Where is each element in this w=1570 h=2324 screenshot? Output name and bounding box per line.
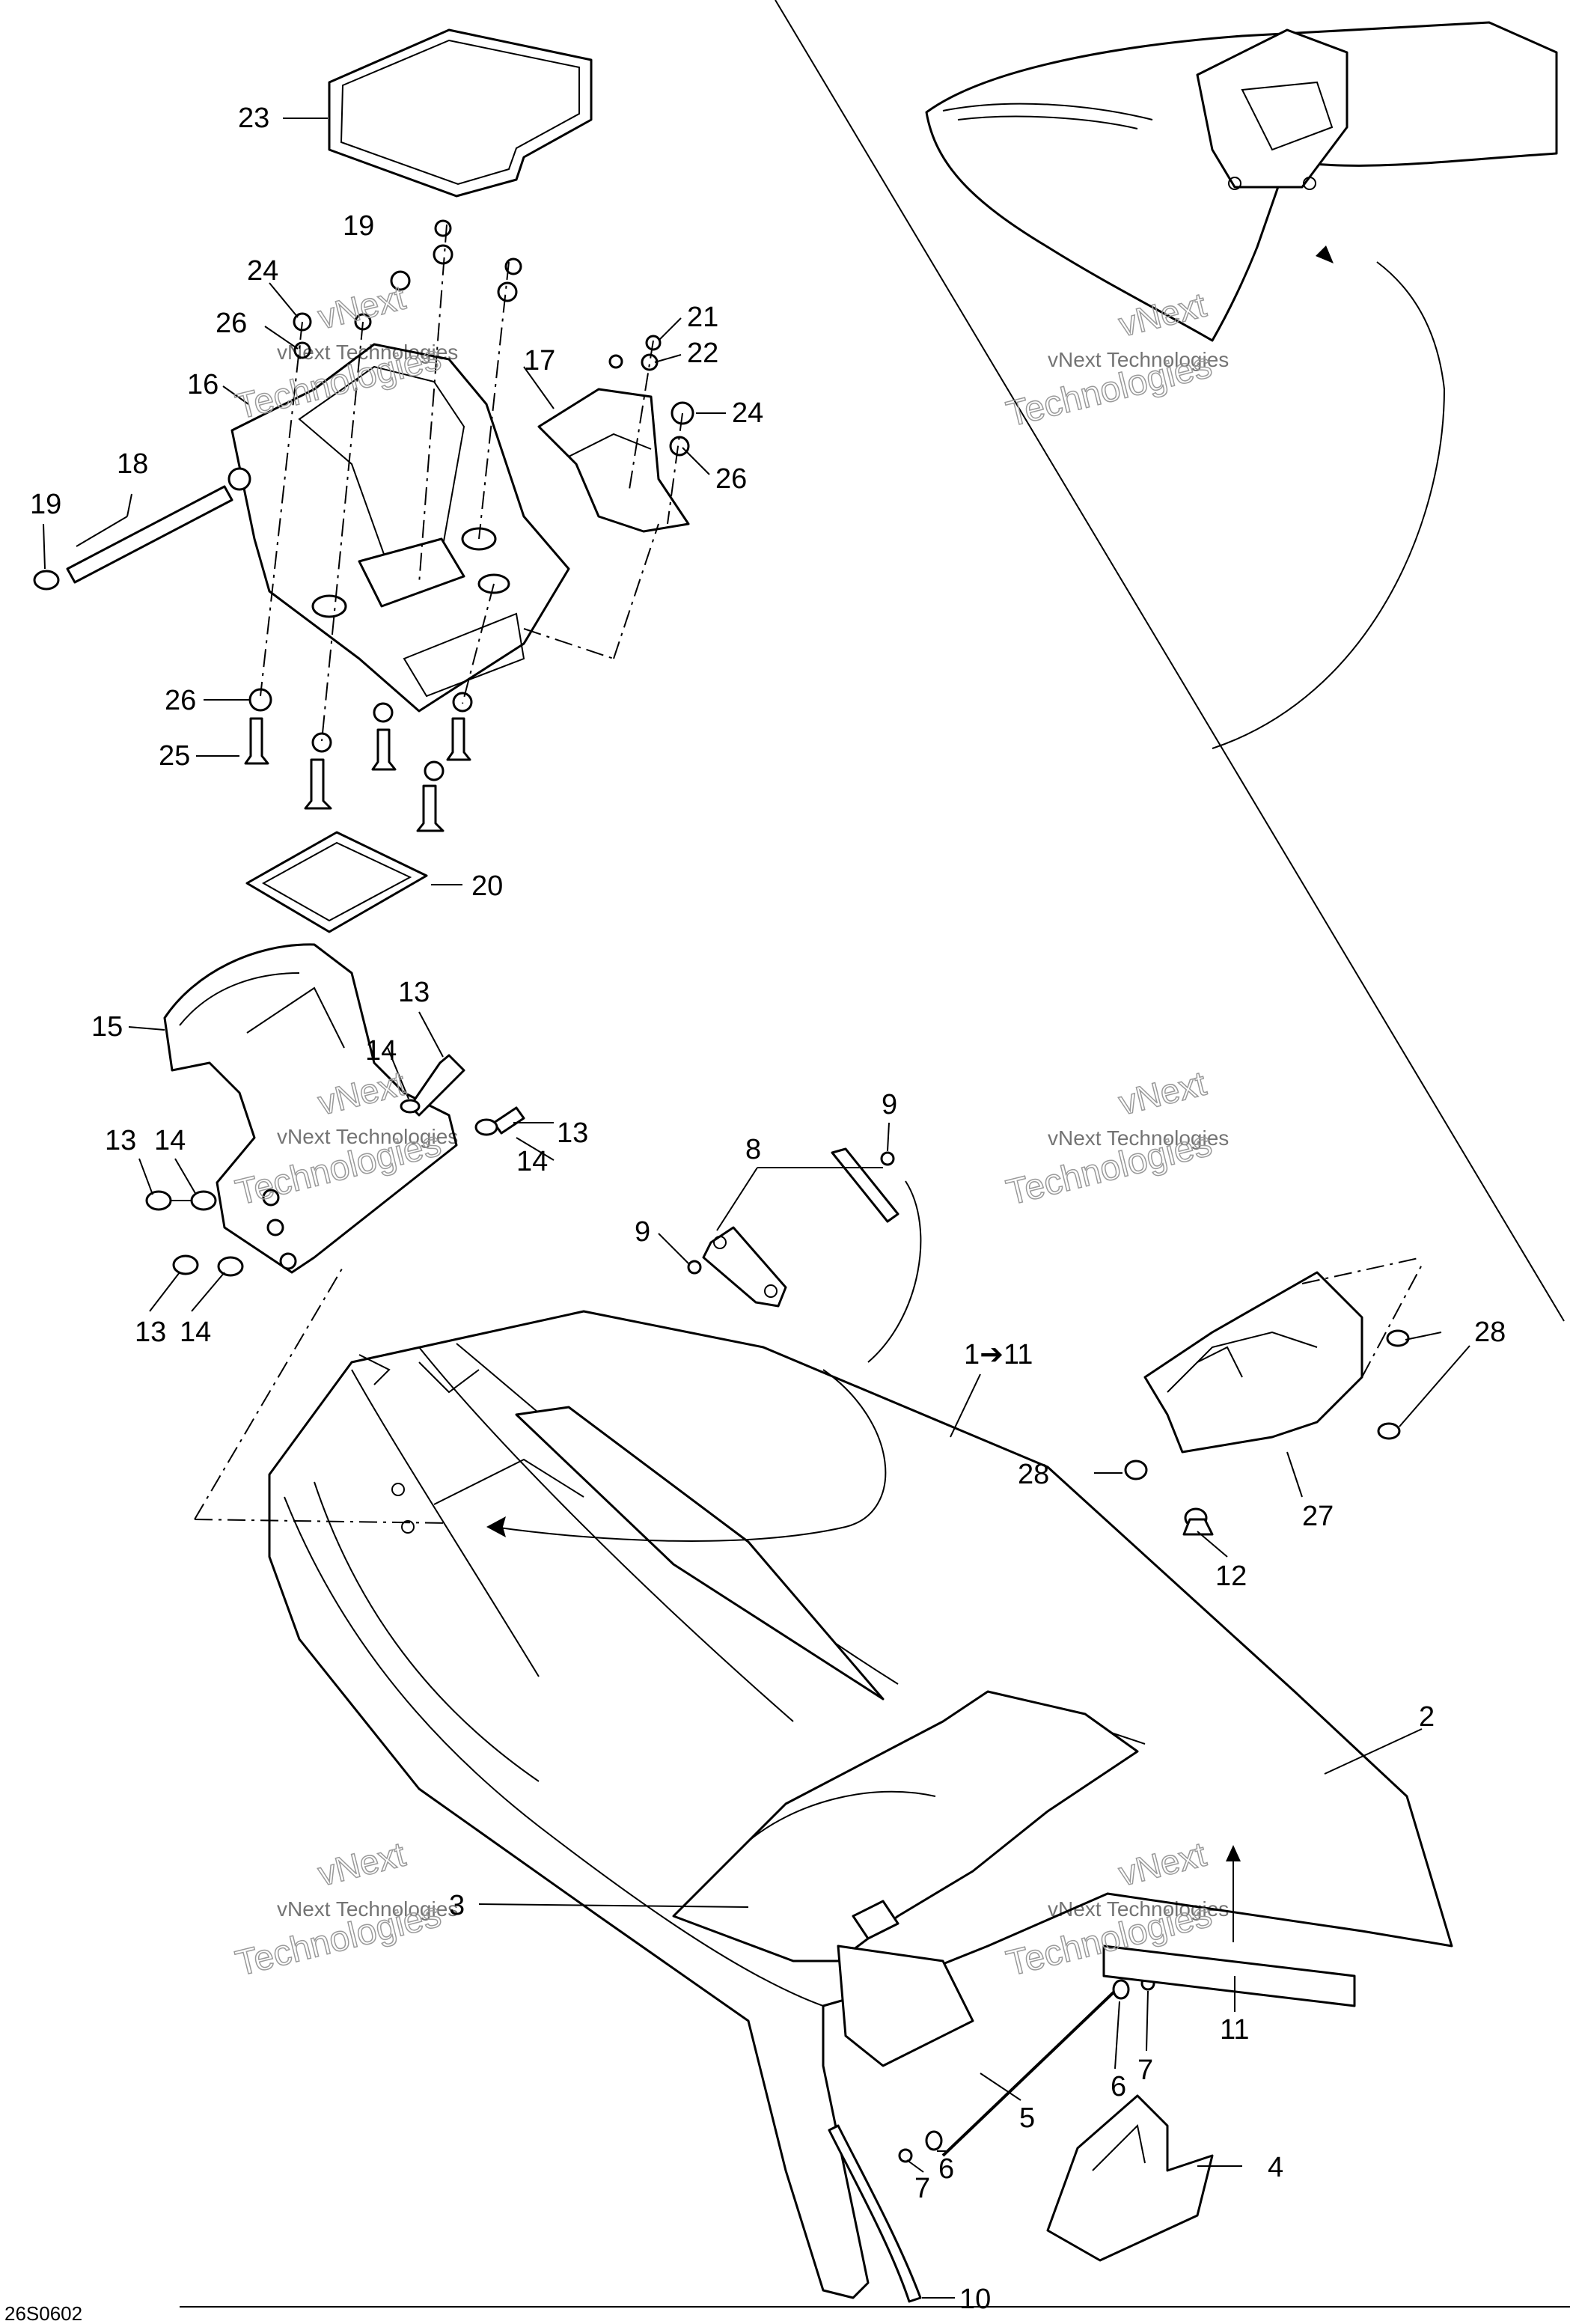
callout-27: 27 xyxy=(1302,1501,1334,1532)
callout-20: 20 xyxy=(471,870,503,902)
inset-arrow-head xyxy=(1316,245,1334,263)
part-12-bumper xyxy=(1182,1518,1214,1536)
callout-9-left: 9 xyxy=(635,1216,650,1248)
callout-8: 8 xyxy=(745,1134,761,1165)
callout-3: 3 xyxy=(449,1890,465,1921)
main-seat xyxy=(268,1310,1453,2299)
callout-14-bottom: 14 xyxy=(180,1317,211,1348)
watermark-line-3: vNext Technologies xyxy=(277,1125,458,1148)
inset-seat-view xyxy=(925,21,1558,342)
part-11-tube xyxy=(1102,1945,1356,2007)
callout-7-right: 7 xyxy=(1137,2055,1153,2086)
footer: 26S0602 xyxy=(4,2302,1570,2324)
callout-13-left: 13 xyxy=(105,1125,136,1156)
callout-26-right: 26 xyxy=(715,463,747,495)
part-23-gasket xyxy=(328,28,593,198)
callout-15: 15 xyxy=(91,1011,123,1043)
callout-28-left: 28 xyxy=(1018,1459,1049,1490)
callout-14-right: 14 xyxy=(516,1146,548,1177)
part-27-housing xyxy=(1124,1257,1423,1528)
callout-10: 10 xyxy=(959,2284,991,2315)
callout-16: 16 xyxy=(187,369,219,400)
callout-14-top: 14 xyxy=(365,1035,397,1067)
part-10-hose xyxy=(828,2124,922,2303)
callout-13-right: 13 xyxy=(557,1117,588,1149)
inset-bracket-curve xyxy=(1212,261,1446,749)
callout-21: 21 xyxy=(687,302,718,333)
callout-28-right: 28 xyxy=(1474,1317,1506,1348)
part-15-duct xyxy=(163,943,458,1274)
part-4-clip xyxy=(1046,2094,1214,2262)
watermark-line-4: vNext Technologies xyxy=(1048,1126,1229,1150)
callout-14-left: 14 xyxy=(154,1125,186,1156)
callout-24-left: 24 xyxy=(247,255,278,287)
callout-9-top: 9 xyxy=(882,1089,897,1120)
watermark-brand-5: vNext xyxy=(314,1835,409,1894)
callout-4: 4 xyxy=(1268,2152,1283,2183)
callout-17: 17 xyxy=(524,345,555,376)
watermark-brand-4: vNext xyxy=(1115,1064,1210,1123)
part-18-rod xyxy=(33,485,233,591)
inset-panel xyxy=(775,0,1565,1322)
fasteners-duct xyxy=(145,1054,525,1277)
callout-26-left: 26 xyxy=(216,308,247,339)
part-8-bracket xyxy=(687,1147,922,1363)
callout-11: 11 xyxy=(1220,2014,1249,2046)
callout-13-top: 13 xyxy=(398,977,430,1008)
callout-26-lower: 26 xyxy=(165,685,196,716)
assembly-lines-upper xyxy=(260,224,683,742)
watermark-line-2: vNext Technologies xyxy=(1048,348,1229,371)
part-17-bracket xyxy=(537,388,690,533)
callout-19-left: 19 xyxy=(30,489,61,520)
callout-labels: 23 19 24 26 16 17 21 22 24 26 18 19 26 2… xyxy=(30,103,1506,2315)
callout-18: 18 xyxy=(117,448,148,480)
part-5-rod xyxy=(898,1976,1155,2163)
watermark-line-5: vNext Technologies xyxy=(277,1897,458,1921)
figure-code: 26S0602 xyxy=(4,2302,82,2324)
callout-6-right: 6 xyxy=(1111,2071,1126,2102)
callout-12: 12 xyxy=(1215,1561,1247,1592)
watermark-line-1: vNext Technologies xyxy=(277,341,458,364)
callout-5: 5 xyxy=(1019,2102,1035,2134)
callout-25: 25 xyxy=(159,740,190,772)
assembly-lines-lower xyxy=(194,1264,1241,1942)
part-20-gasket xyxy=(245,831,428,933)
inset-divider-line xyxy=(775,0,1565,1322)
callout-13-bottom: 13 xyxy=(135,1317,166,1348)
callout-7-left: 7 xyxy=(914,2173,930,2204)
callout-1-11: 1➔11 xyxy=(964,1339,1033,1370)
callout-19-top: 19 xyxy=(343,210,374,242)
leader-lines xyxy=(43,118,1470,2299)
callout-24-right: 24 xyxy=(732,397,763,429)
callout-2: 2 xyxy=(1419,1701,1435,1733)
callout-6-left: 6 xyxy=(938,2153,954,2185)
callout-22: 22 xyxy=(687,338,718,369)
watermark-line-6: vNext Technologies xyxy=(1048,1897,1229,1921)
callout-23: 23 xyxy=(238,103,269,134)
